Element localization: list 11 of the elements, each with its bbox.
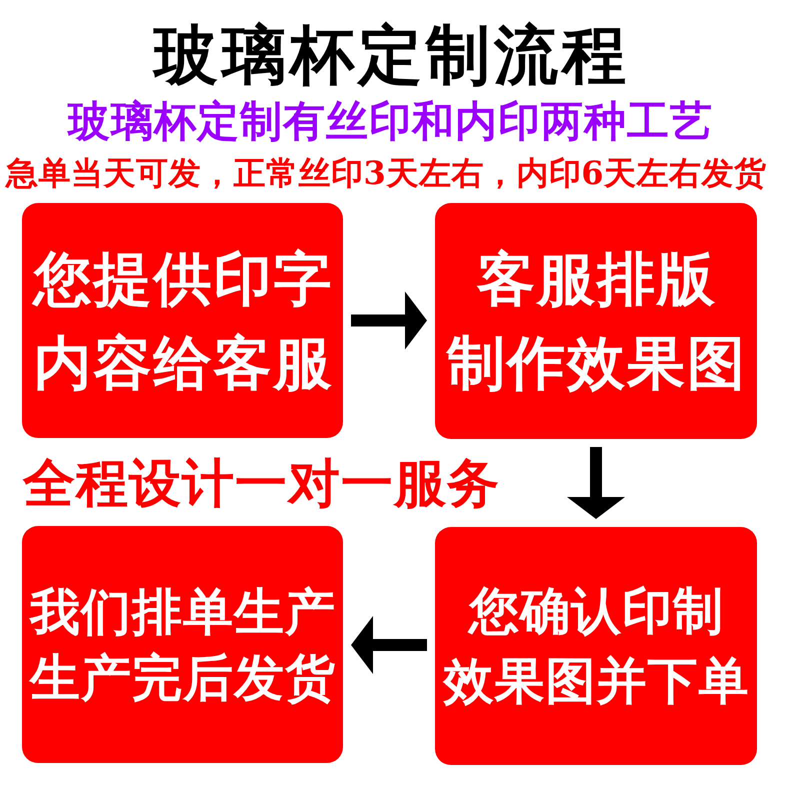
process-box: 您确认印制效果图并下单 bbox=[435, 527, 757, 765]
process-box: 客服排版制作效果图 bbox=[435, 203, 757, 439]
title: 玻璃杯定制流程 bbox=[152, 21, 630, 93]
arrow bbox=[567, 447, 625, 519]
notice-text: 急单当天可发，正常丝印3天左右，内印6天左右发货 bbox=[5, 156, 767, 192]
subtitle: 玻璃杯定制有丝印和内印两种工艺 bbox=[67, 97, 713, 145]
process-box: 我们排单生产生产完后发货 bbox=[22, 526, 343, 763]
slogan-text: 全程设计一对一服务 bbox=[22, 454, 500, 514]
process-box: 您提供印字内容给客服 bbox=[22, 203, 343, 438]
arrow bbox=[351, 292, 427, 350]
arrow bbox=[351, 616, 427, 674]
